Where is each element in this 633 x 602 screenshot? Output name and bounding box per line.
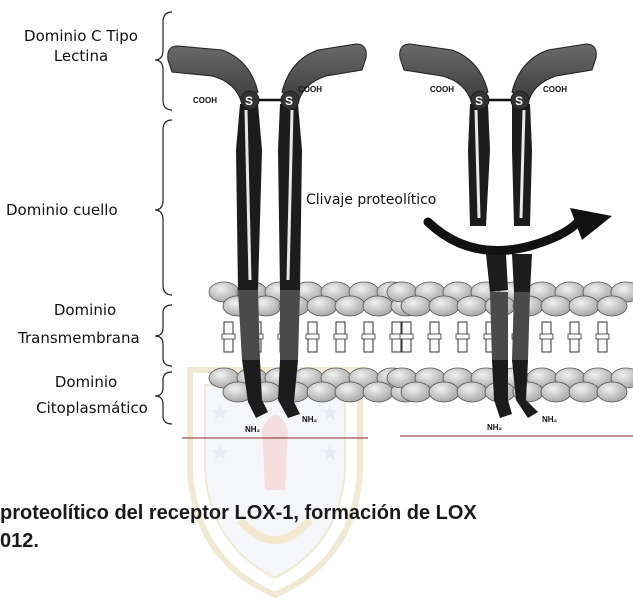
cooh-label-left-b: COOH bbox=[298, 85, 322, 94]
figure-caption-line2: 012. bbox=[0, 530, 39, 553]
lectin-domain-label: Dominio C Tipo Lectina bbox=[6, 26, 156, 66]
nh2-label-left-a: NH₂ bbox=[245, 425, 261, 434]
transmembrane-domain-label-line1: Dominio bbox=[30, 300, 140, 320]
svg-text:★: ★ bbox=[210, 440, 230, 465]
cooh-label-left-a: COOH bbox=[193, 96, 217, 105]
s-label-right-a: S bbox=[475, 94, 483, 108]
svg-text:★: ★ bbox=[210, 400, 230, 425]
svg-text:★: ★ bbox=[320, 440, 340, 465]
university-emblem-watermark: ★ ★ ★ ★ bbox=[190, 370, 360, 595]
neck-domain-label: Dominio cuello bbox=[6, 200, 156, 220]
s-label-right-b: S bbox=[515, 94, 523, 108]
cytoplasmic-domain-label-line2: Citoplasmático bbox=[22, 398, 162, 418]
nh2-label-right-b: NH₂ bbox=[542, 415, 558, 424]
cooh-label-right-a: COOH bbox=[430, 85, 454, 94]
s-label-left-a: S bbox=[245, 94, 253, 108]
nh2-label-left-b: NH₂ bbox=[302, 415, 318, 424]
lipid-bilayer-right bbox=[387, 282, 633, 402]
nh2-label-right-a: NH₂ bbox=[487, 423, 503, 432]
domain-brackets bbox=[155, 12, 172, 424]
cleavage-label: Clivaje proteolítico bbox=[306, 192, 436, 208]
cooh-label-right-b: COOH bbox=[543, 85, 567, 94]
svg-text:★: ★ bbox=[320, 400, 340, 425]
s-label-left-b: S bbox=[285, 94, 293, 108]
transmembrane-domain-label-line2: Transmembrana bbox=[18, 328, 168, 348]
figure-caption-line1: proteolítico del receptor LOX-1, formaci… bbox=[0, 502, 477, 525]
cytoplasmic-domain-label-line1: Dominio bbox=[26, 372, 146, 392]
